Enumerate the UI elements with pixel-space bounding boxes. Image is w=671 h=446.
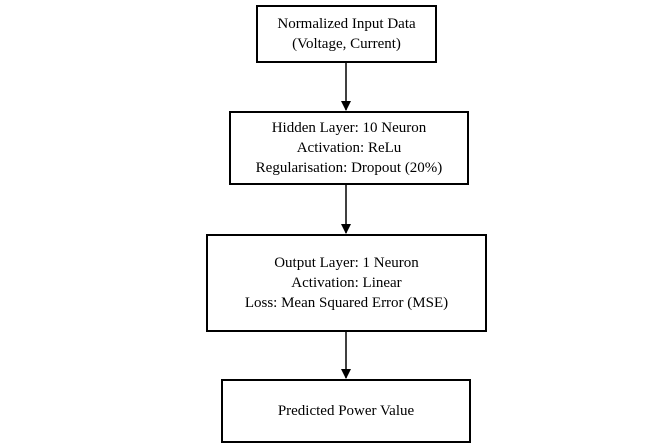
output-layer-node: Output Layer: 1 Neuron Activation: Linea… xyxy=(206,234,487,332)
input-data-variables: (Voltage, Current) xyxy=(292,36,401,52)
output-layer-neurons: Output Layer: 1 Neuron xyxy=(274,255,419,271)
input-data-node: Normalized Input Data (Voltage, Current) xyxy=(256,5,437,63)
hidden-layer-regularisation: Regularisation: Dropout (20%) xyxy=(255,160,443,176)
hidden-layer-node: Hidden Layer: 10 Neuron Activation: ReLu… xyxy=(229,111,469,185)
prediction-label: Predicted Power Value xyxy=(277,403,415,419)
hidden-layer-neurons: Hidden Layer: 10 Neuron xyxy=(271,120,427,136)
output-layer-loss: Loss: Mean Squared Error (MSE) xyxy=(244,295,449,311)
prediction-node: Predicted Power Value xyxy=(221,379,471,443)
output-layer-activation: Activation: Linear xyxy=(291,275,402,291)
input-data-title: Normalized Input Data xyxy=(277,16,416,32)
hidden-layer-activation: Activation: ReLu xyxy=(296,140,402,156)
